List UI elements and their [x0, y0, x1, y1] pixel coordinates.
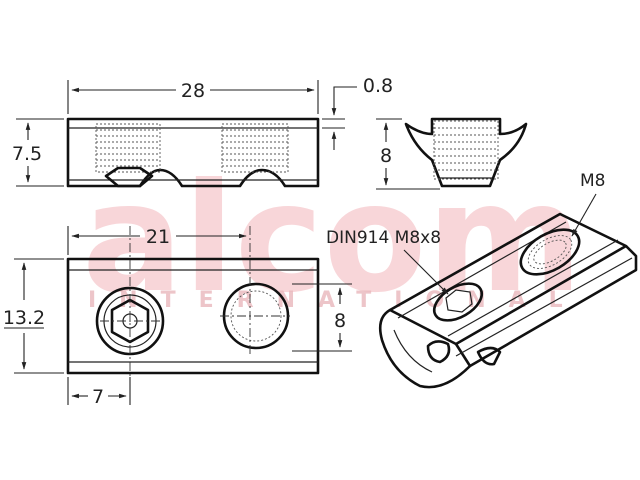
watermark-logo: alcom — [82, 152, 583, 326]
dim-label-8-bottom: 8 — [334, 310, 346, 332]
front-view-outline — [66, 117, 320, 188]
iso-hex-socket — [432, 282, 484, 322]
iso-front-body — [378, 308, 471, 389]
front-screw-head — [104, 166, 154, 188]
dim-hole-offset: 7 — [67, 377, 131, 408]
iso-screw-tip — [426, 340, 451, 364]
dim-label-7: 7 — [92, 386, 104, 408]
dim-label-7-5: 7.5 — [12, 143, 42, 165]
watermark-subtitle: INTERNATIONAL — [88, 288, 586, 313]
iso-thread-hole — [519, 228, 581, 276]
dim-label-13-2: 13.2 — [3, 307, 45, 329]
front-view — [66, 117, 320, 188]
note-thread-spec: M8 — [580, 171, 605, 191]
bottom-view — [66, 226, 320, 404]
iso-end-face — [454, 245, 638, 368]
dim-width-bottom-right: 8 — [292, 283, 352, 352]
dim-width-bottom: 13.2 — [3, 258, 64, 374]
dim-height-front: 7.5 — [12, 118, 64, 187]
side-view — [404, 117, 528, 188]
dim-height-side: 8 — [376, 118, 440, 190]
side-thread — [433, 120, 499, 180]
isometric-view — [378, 212, 638, 389]
dim-hole-spacing: 21 — [67, 226, 247, 255]
front-thread-left — [95, 123, 161, 173]
dim-label-21: 21 — [146, 226, 170, 248]
dim-edge-offset: 0.8 — [322, 75, 393, 150]
watermark: alcom INTERNATIONAL — [82, 152, 586, 326]
dim-label-8-side: 8 — [380, 145, 392, 167]
dim-label-0-8: 0.8 — [363, 75, 393, 97]
side-view-outline — [404, 117, 528, 188]
front-thread-right — [221, 123, 289, 173]
dim-label-28: 28 — [181, 80, 205, 102]
note-thread: M8 — [571, 171, 605, 237]
bottom-view-outline — [66, 257, 320, 375]
note-screw: DIN914 M8x8 — [326, 228, 449, 295]
note-screw-spec: DIN914 M8x8 — [326, 228, 441, 248]
dim-length-top: 28 — [67, 80, 319, 114]
